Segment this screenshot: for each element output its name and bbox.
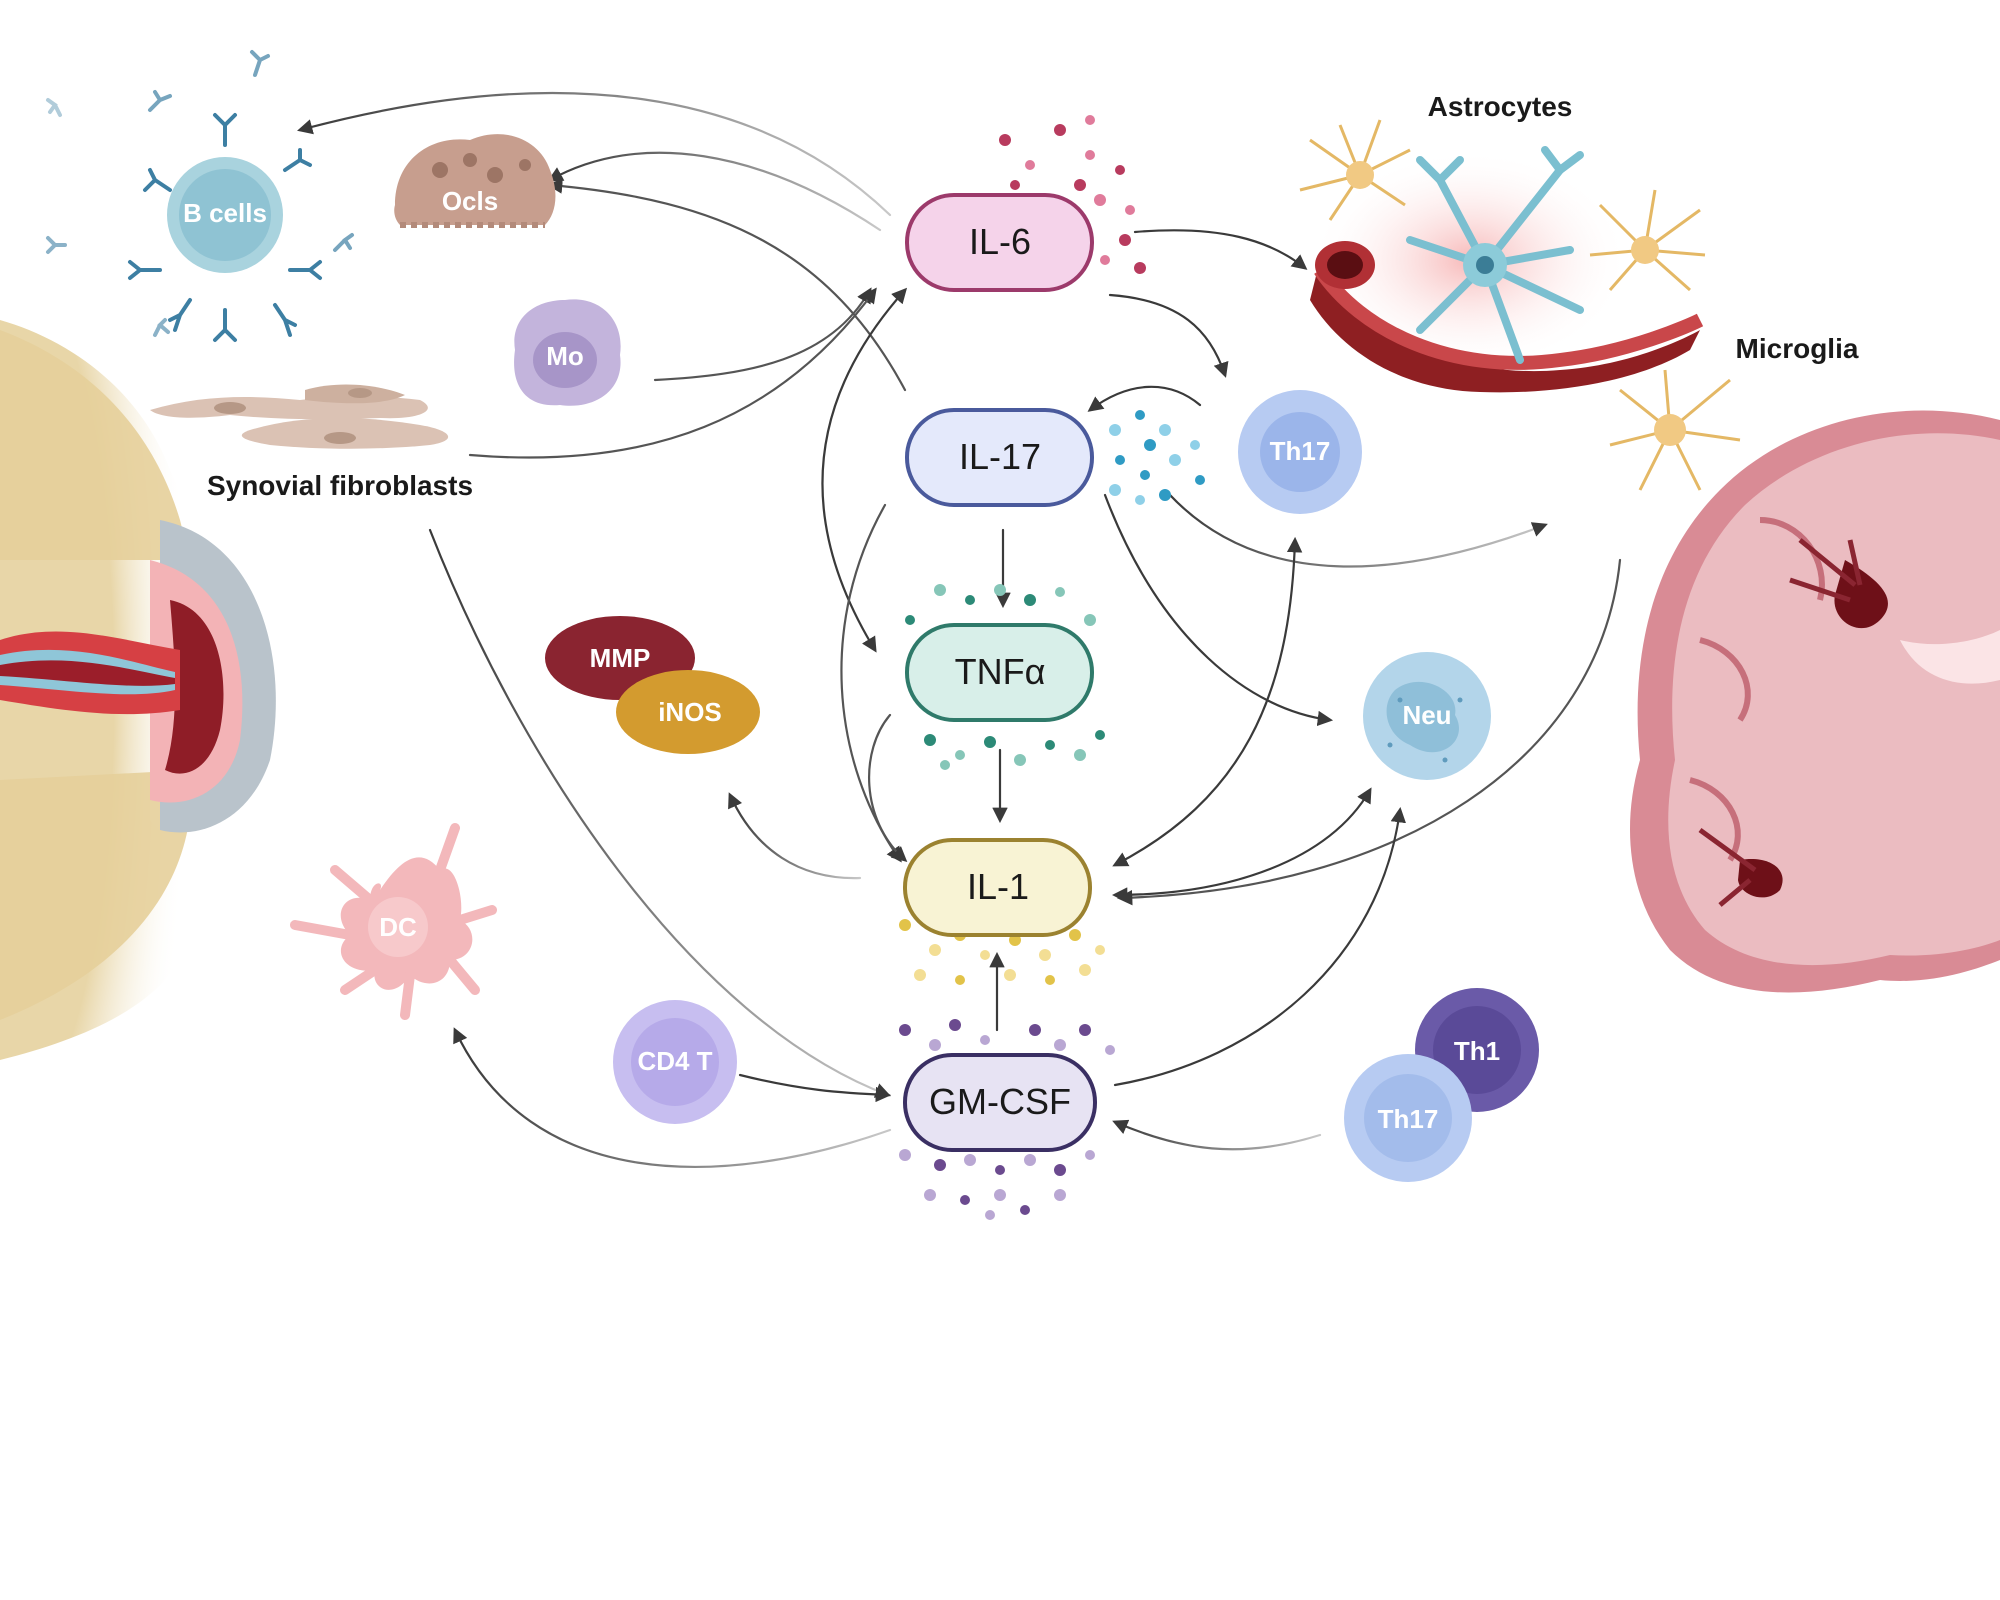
th1-label: Th1 bbox=[1454, 1036, 1500, 1066]
th17-cell-top[interactable]: Th17 bbox=[1238, 390, 1362, 514]
arrow-tnfa-to-il1-side bbox=[868, 713, 908, 863]
il6-particles bbox=[999, 115, 1146, 274]
gmcsf-particles bbox=[899, 1019, 1115, 1220]
inos-label: iNOS bbox=[658, 697, 722, 727]
arrow-microglia-to-il1 bbox=[1116, 558, 1622, 906]
osteoclast[interactable]: Ocls bbox=[394, 134, 556, 228]
astrocyte-yellow-right bbox=[1589, 189, 1706, 292]
gmcsf-label: GM-CSF bbox=[929, 1081, 1071, 1122]
arrow-th17-bottom-to-gmcsf bbox=[1112, 1119, 1322, 1151]
arrow-mo-to-il6 bbox=[653, 287, 872, 382]
arrow-th17-to-il17 bbox=[1087, 385, 1202, 412]
b-cell[interactable]: B cells bbox=[46, 50, 354, 342]
arrow-il17-to-il1 bbox=[840, 503, 902, 863]
synovial-fibroblasts bbox=[150, 384, 449, 449]
th17-cell-bottom[interactable]: Th17 bbox=[1344, 1054, 1472, 1182]
il1-label: IL-1 bbox=[967, 866, 1029, 907]
brain-illustration bbox=[1630, 410, 2000, 993]
astrocyte-yellow-left bbox=[1299, 119, 1411, 221]
arrow-il1-to-enzymes bbox=[728, 792, 862, 880]
il1-node[interactable]: IL-1 bbox=[903, 838, 1092, 937]
il17-node[interactable]: IL-17 bbox=[905, 408, 1094, 507]
tnfa-node[interactable]: TNFα bbox=[905, 623, 1094, 722]
inos-enzyme[interactable]: iNOS bbox=[616, 670, 760, 754]
microglia-cell-body bbox=[1654, 414, 1686, 446]
tnfa-particles bbox=[905, 584, 1105, 770]
monocyte[interactable]: Mo bbox=[514, 299, 621, 406]
astrocytes-label: Astrocytes bbox=[1428, 91, 1573, 122]
joint-illustration bbox=[0, 320, 276, 1060]
tnfa-label: TNFα bbox=[955, 651, 1046, 692]
arrows bbox=[297, 91, 1622, 1169]
il6-label: IL-6 bbox=[969, 221, 1031, 262]
gmcsf-node[interactable]: GM-CSF bbox=[903, 1053, 1097, 1152]
microglia-label: Microglia bbox=[1736, 333, 1859, 364]
arrow-il6-to-ocls bbox=[547, 151, 882, 232]
arrow-il6-to-bcells bbox=[297, 91, 892, 217]
arrow-il1-neu-double bbox=[1111, 787, 1372, 903]
arrow-cd4t-to-gmcsf bbox=[738, 1073, 892, 1103]
mmp-label: MMP bbox=[590, 643, 651, 673]
th17-bottom-label: Th17 bbox=[1378, 1104, 1439, 1134]
b-cells-label: B cells bbox=[183, 198, 267, 228]
arrow-il17-to-microglia bbox=[1168, 493, 1548, 568]
dc-label: DC bbox=[379, 912, 417, 942]
dendritic-cell[interactable]: DC bbox=[290, 823, 497, 1020]
il17-particles bbox=[1109, 410, 1205, 505]
ocls-label: Ocls bbox=[442, 186, 498, 216]
synovial-fibroblasts-label: Synovial fibroblasts bbox=[207, 470, 473, 501]
arrow-il6-to-th17 bbox=[1108, 293, 1229, 378]
astrocyte-blue bbox=[1406, 146, 1584, 364]
th17-top-label: Th17 bbox=[1270, 436, 1331, 466]
cd4t-label: CD4 T bbox=[637, 1046, 712, 1076]
neutrophil[interactable]: Neu bbox=[1363, 652, 1491, 780]
cd4-t-cell[interactable]: CD4 T bbox=[613, 1000, 737, 1124]
il6-node[interactable]: IL-6 bbox=[905, 193, 1094, 292]
arrow-il6-to-tnfa bbox=[821, 287, 908, 653]
arrow-gmcsf-to-neu bbox=[1113, 806, 1406, 1087]
arrow-fibroblasts-to-gmcsf bbox=[428, 528, 891, 1098]
astrocyte-blue-nucleus bbox=[1476, 256, 1494, 274]
microglia-cell bbox=[1609, 369, 1741, 491]
antibody-icons bbox=[46, 50, 354, 342]
astrocyte-yellow-left-body bbox=[1346, 161, 1374, 189]
neu-label: Neu bbox=[1402, 700, 1451, 730]
arrow-il6-to-astrocytes bbox=[1133, 229, 1308, 270]
arrow-il1-th17-double bbox=[1112, 536, 1303, 867]
arrow-gmcsf-to-dc bbox=[453, 1027, 892, 1169]
mo-label: Mo bbox=[546, 341, 584, 371]
astrocyte-yellow-right-body bbox=[1631, 236, 1659, 264]
arrow-il17-to-neu bbox=[1103, 493, 1334, 727]
arrow-fibroblasts-to-il6 bbox=[468, 287, 877, 459]
il17-label: IL-17 bbox=[959, 436, 1041, 477]
